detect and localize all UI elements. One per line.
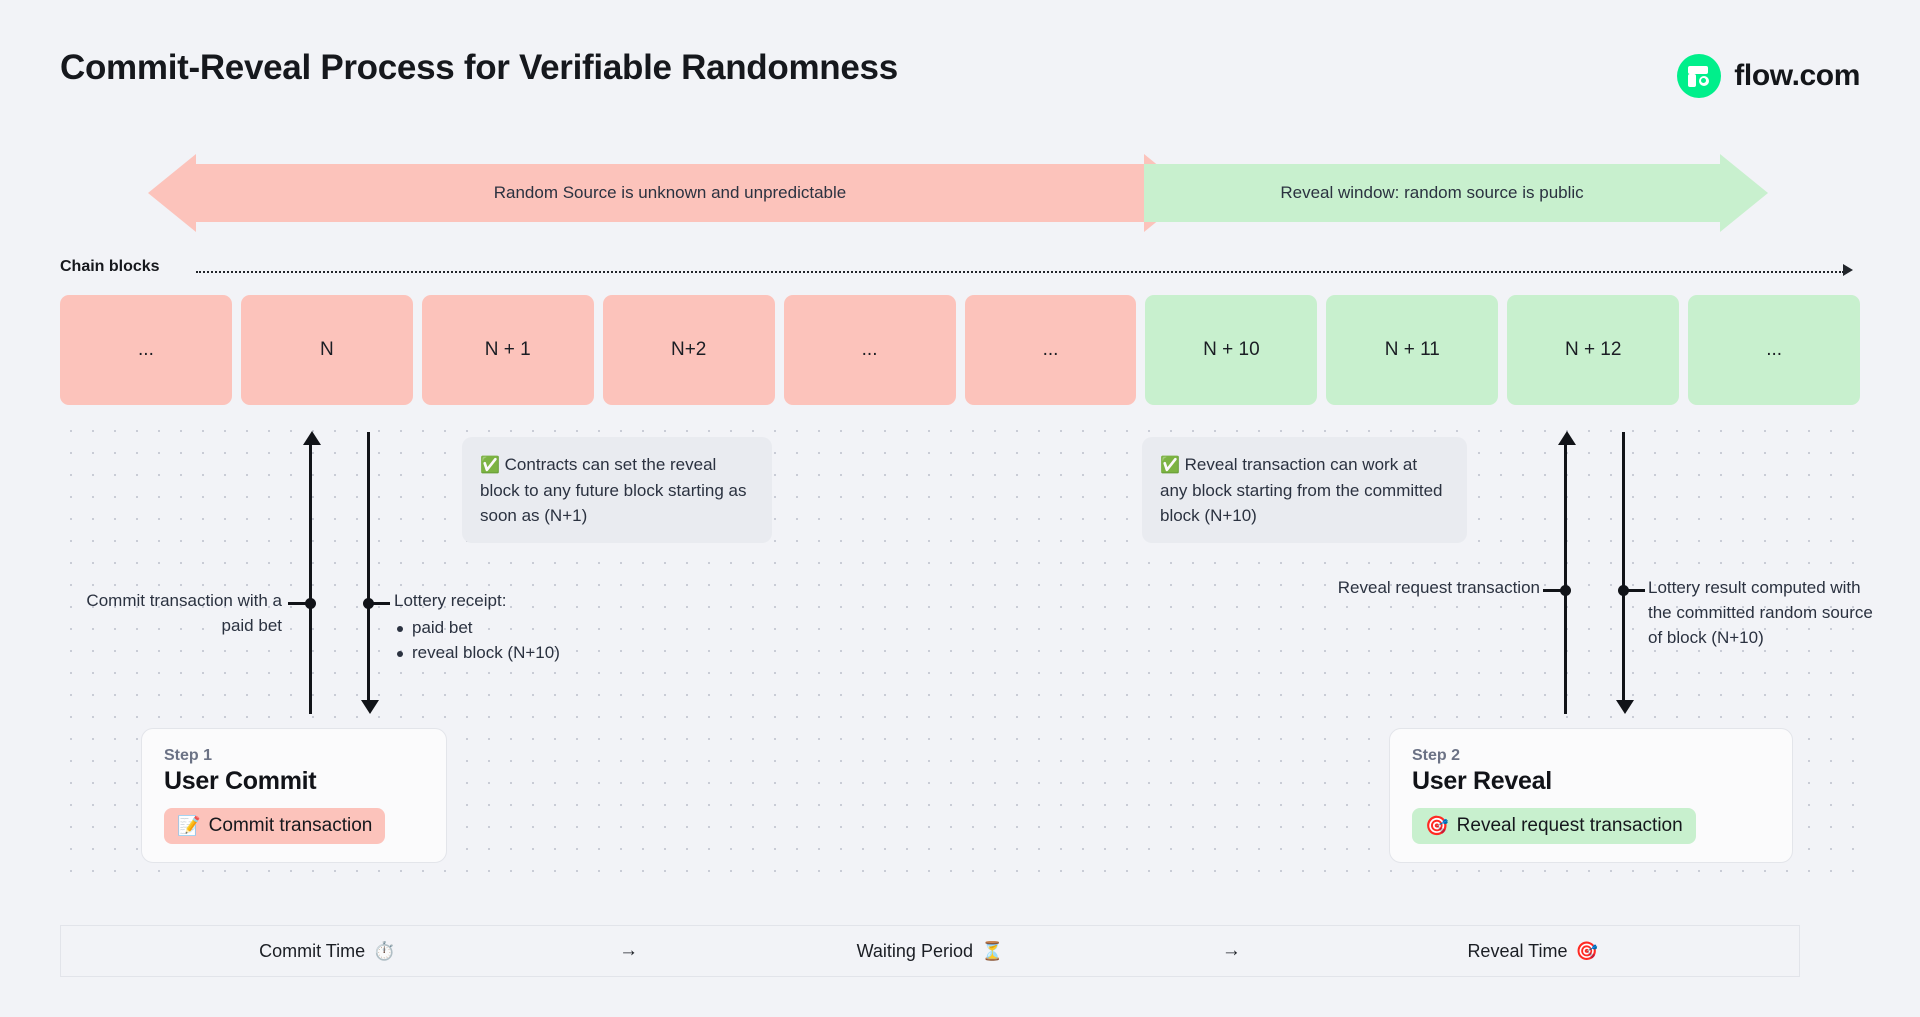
lottery-receipt-item-1: reveal block (N+10) bbox=[394, 641, 694, 666]
timeline-phase-reveal-label: Reveal Time bbox=[1467, 940, 1568, 961]
banner-reveal-window: Reveal window: random source is public bbox=[1144, 154, 1768, 232]
step-2-pill-label: Reveal request transaction bbox=[1456, 815, 1683, 836]
annotation-reveal-request: Reveal request transaction bbox=[1337, 578, 1540, 597]
stopwatch-icon: ⏱️ bbox=[373, 940, 396, 961]
timeline-separator-1: → bbox=[619, 940, 639, 961]
chain-blocks-label: Chain blocks bbox=[60, 258, 160, 275]
hourglass-icon: ⏳ bbox=[980, 940, 1004, 961]
block-3[interactable]: N+2 bbox=[602, 295, 775, 405]
timeline-arrow-icon bbox=[1800, 899, 1846, 1003]
lottery-receipt-title: Lottery receipt: bbox=[394, 591, 507, 610]
block-9[interactable]: ... bbox=[1688, 295, 1861, 405]
connector-reveal-dot bbox=[1560, 585, 1571, 596]
step-2-title: User Reveal bbox=[1412, 767, 1552, 795]
step-card-user-commit[interactable]: Step 1 User Commit 📝 Commit transaction bbox=[141, 728, 447, 863]
chain-block-row: ... N N + 1 N+2 ... ... N + 10 N + 11 N … bbox=[60, 295, 1861, 405]
banner-unpredictable: Random Source is unknown and unpredictab… bbox=[148, 154, 1192, 232]
block-1[interactable]: N bbox=[240, 295, 413, 405]
timeline-phase-waiting-label: Waiting Period bbox=[856, 940, 973, 961]
step-1-pill[interactable]: 📝 Commit transaction bbox=[164, 808, 386, 844]
connector-receipt-dot bbox=[363, 598, 374, 609]
connector-commit-stub bbox=[288, 602, 310, 605]
block-8[interactable]: N + 12 bbox=[1507, 295, 1680, 405]
connector-reveal-arrow-icon bbox=[1558, 431, 1576, 445]
callout-reveal-text: Reveal transaction can work at any block… bbox=[1160, 455, 1443, 525]
step-1-pill-label: Commit transaction bbox=[208, 815, 373, 836]
step-1-title: User Commit bbox=[164, 767, 317, 795]
connector-commit-dot bbox=[305, 598, 316, 609]
callout-reveal-transaction-window: ✅ Reveal transaction can work at any blo… bbox=[1142, 437, 1467, 543]
target-icon: 🎯 bbox=[1575, 940, 1598, 961]
block-5[interactable]: ... bbox=[964, 295, 1137, 405]
timeline-phase-reveal: Reveal Time 🎯 bbox=[1266, 941, 1799, 962]
banner-unpredictable-label: Random Source is unknown and unpredictab… bbox=[493, 183, 847, 202]
step-card-user-reveal[interactable]: Step 2 User Reveal 🎯 Reveal request tran… bbox=[1389, 728, 1793, 863]
page-title: Commit-Reveal Process for Verifiable Ran… bbox=[60, 48, 898, 87]
chain-rail-line bbox=[196, 271, 1844, 273]
step-2-kicker: Step 2 bbox=[1412, 747, 1461, 764]
brand-logo: flow.com bbox=[1677, 54, 1860, 98]
lottery-receipt-list: paid bet reveal block (N+10) bbox=[394, 616, 694, 666]
step-2-pill[interactable]: 🎯 Reveal request transaction bbox=[1412, 808, 1696, 844]
connector-receipt-stub bbox=[368, 602, 390, 605]
connector-commit-line bbox=[309, 444, 312, 714]
connector-receipt-line bbox=[367, 432, 370, 702]
check-icon: ✅ bbox=[1160, 457, 1180, 474]
annotation-lottery-result: Lottery result computed with the committ… bbox=[1648, 578, 1873, 647]
banner-reveal-window-label: Reveal window: random source is public bbox=[1280, 183, 1584, 202]
block-0[interactable]: ... bbox=[60, 295, 232, 405]
chain-rail-arrow-icon bbox=[1843, 264, 1853, 276]
annotation-lottery-receipt: Lottery receipt: paid bet reveal block (… bbox=[394, 589, 694, 666]
brand-name: flow.com bbox=[1734, 59, 1860, 92]
block-6[interactable]: N + 10 bbox=[1145, 295, 1318, 405]
connector-result-arrow-icon bbox=[1616, 700, 1634, 714]
timeline-phase-commit-label: Commit Time bbox=[259, 940, 366, 961]
timeline-separator-2: → bbox=[1221, 940, 1241, 961]
block-7[interactable]: N + 11 bbox=[1326, 295, 1499, 405]
timeline-phase-commit: Commit Time ⏱️ bbox=[61, 941, 594, 962]
block-2[interactable]: N + 1 bbox=[421, 295, 594, 405]
callout-contracts-text: Contracts can set the reveal block to an… bbox=[480, 455, 747, 525]
callout-contracts-reveal-block: ✅ Contracts can set the reveal block to … bbox=[462, 437, 772, 543]
connector-receipt-arrow-icon bbox=[361, 700, 379, 714]
step-1-kicker: Step 1 bbox=[164, 747, 213, 764]
block-4[interactable]: ... bbox=[783, 295, 956, 405]
flow-logo-icon bbox=[1677, 54, 1722, 98]
connector-reveal-line bbox=[1564, 444, 1567, 714]
lottery-receipt-item-0: paid bet bbox=[394, 616, 694, 641]
connector-result-dot bbox=[1618, 585, 1629, 596]
connector-result-line bbox=[1622, 432, 1625, 702]
timeline-phase-waiting: Waiting Period ⏳ bbox=[664, 941, 1197, 962]
target-icon: 🎯 bbox=[1425, 816, 1449, 837]
connector-result-stub bbox=[1623, 589, 1645, 592]
annotation-commit-transaction: Commit transaction with a paid bet bbox=[86, 591, 282, 635]
memo-icon: 📝 bbox=[177, 816, 201, 837]
connector-reveal-stub bbox=[1543, 589, 1565, 592]
check-icon: ✅ bbox=[480, 457, 500, 474]
timeline-bar: Commit Time ⏱️ → Waiting Period ⏳ → Reve… bbox=[60, 925, 1800, 977]
connector-commit-arrow-icon bbox=[303, 431, 321, 445]
